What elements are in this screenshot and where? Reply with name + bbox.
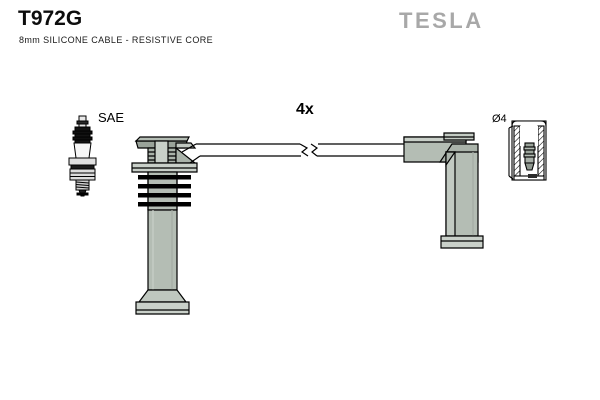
label-sae-standard: SAE — [98, 110, 125, 125]
distributor-boot — [403, 132, 484, 249]
brand-logo-tesla: TESLA — [399, 8, 484, 33]
label-quantity-4x: 4x — [296, 101, 314, 118]
part-description: 8mm SILICONE CABLE - RESISTIVE CORE — [19, 35, 214, 45]
label-diameter-4: Ø4 — [492, 113, 507, 125]
part-number-title: T972G — [18, 7, 83, 30]
terminal-cross-section — [508, 120, 547, 181]
spark-plug-illustration — [68, 115, 97, 197]
ignition-cable — [181, 143, 404, 164]
spark-plug-boot — [131, 136, 198, 315]
